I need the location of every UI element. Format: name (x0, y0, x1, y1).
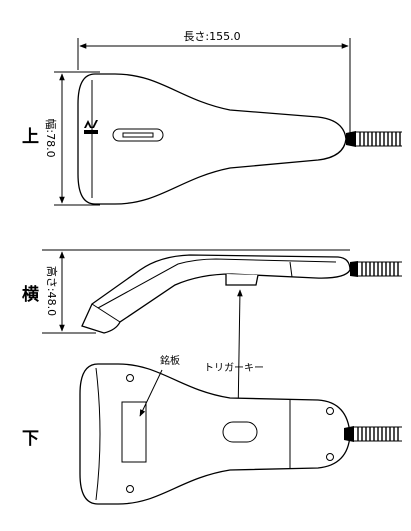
view-label-top: 上 (22, 127, 39, 147)
cable-top (346, 131, 402, 147)
cable-side (350, 261, 402, 277)
trigger (225, 274, 259, 286)
screw-front-upper (126, 374, 134, 382)
trigger-window (222, 421, 258, 443)
head-curve (95, 367, 101, 501)
screw-front-lower (126, 485, 134, 493)
top-slot (112, 128, 164, 142)
rear-seam (289, 261, 293, 278)
height-dimension: 高さ:48.0 (42, 249, 350, 334)
side-view: 高さ:48.0 横 (22, 249, 402, 334)
height-label: 高さ:48.0 (45, 266, 59, 316)
view-label-bottom: 下 (22, 429, 39, 449)
nameplate-label: 銘板 (160, 354, 180, 367)
scanner-body-bottom (79, 363, 351, 505)
nose-edge (91, 303, 121, 323)
body-highlight-line (97, 258, 337, 309)
brand-logo (84, 120, 98, 134)
length-label: 長さ:155.0 (183, 30, 240, 43)
view-label-side: 横 (22, 284, 39, 305)
screw-rear-lower (326, 453, 334, 461)
length-dimension: 長さ:155.0 (77, 30, 351, 140)
trigger-callout-arrow (235, 289, 243, 419)
nameplate-callout-arrow (139, 369, 163, 417)
trigger-key-label: トリガーキー (204, 362, 264, 374)
cable-bottom (344, 426, 402, 442)
width-label: 幅:78.0 (44, 118, 57, 157)
scanner-body-top (77, 73, 347, 205)
screw-rear-upper (326, 407, 334, 415)
width-dimension: 幅:78.0 (44, 71, 100, 206)
top-slot-inner (122, 132, 154, 138)
bottom-view: 下 銘板 (22, 354, 402, 505)
scanner-body-side (81, 254, 351, 334)
top-view: 長さ:155.0 幅:78.0 上 (22, 30, 402, 206)
nameplate (121, 401, 147, 463)
